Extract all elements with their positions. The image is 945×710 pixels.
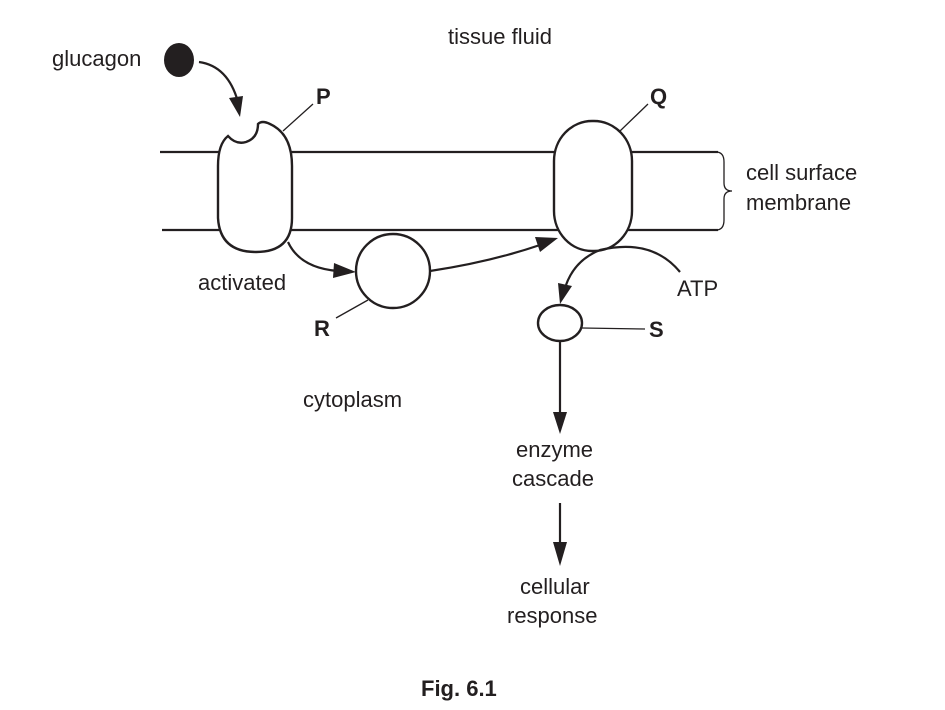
glucagon-arrow-line (198, 60, 240, 103)
glucagon-label: glucagon (52, 46, 141, 71)
s-label: S (649, 317, 664, 342)
s-to-cascade-arrowhead (553, 412, 567, 434)
atp-label: ATP (677, 276, 718, 301)
figure-caption: Fig. 6.1 (421, 676, 497, 701)
cascade-label: cascade (512, 466, 594, 491)
r-leader-line (335, 299, 369, 319)
p-to-r-arrowhead (333, 263, 356, 278)
q-label: Q (650, 84, 667, 109)
molecule-s (536, 303, 584, 343)
protein-r (354, 232, 432, 310)
membrane-label: membrane (746, 190, 851, 215)
membrane-brace (715, 151, 733, 231)
q-leader-line (619, 103, 649, 132)
cellular-label: cellular (520, 574, 590, 599)
cascade-to-response-arrowhead (553, 542, 567, 566)
glucagon-molecule (164, 43, 194, 77)
r-label: R (314, 316, 330, 341)
p-label: P (316, 84, 331, 109)
cell-surface-label: cell surface (746, 160, 857, 185)
response-label: response (507, 603, 598, 628)
protein-q (552, 119, 634, 253)
glucagon-arrowhead (229, 96, 243, 117)
p-to-r-arrow-line (287, 241, 339, 273)
s-leader-line (581, 327, 646, 330)
r-to-q-arrowhead (535, 237, 558, 252)
r-to-q-arrow-line (429, 243, 541, 273)
enzyme-label: enzyme (516, 437, 593, 462)
tissue-fluid-label: tissue fluid (448, 24, 552, 49)
activated-label: activated (198, 270, 286, 295)
cytoplasm-label: cytoplasm (303, 387, 402, 412)
p-leader-line (282, 103, 314, 132)
atp-arrowhead (558, 283, 572, 304)
receptor-p (216, 120, 294, 254)
atp-arrow-line (564, 245, 681, 286)
